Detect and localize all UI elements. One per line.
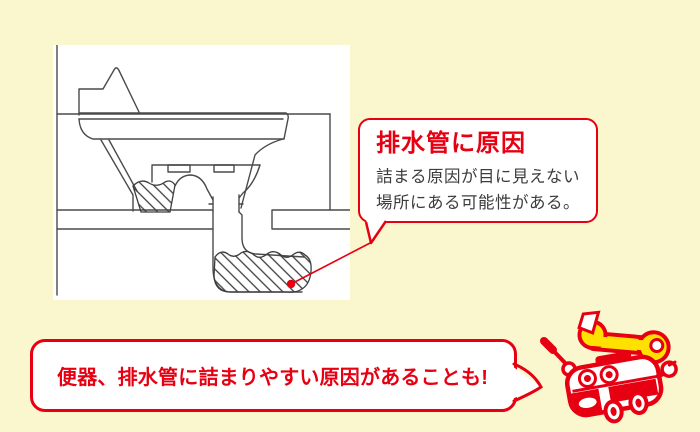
- callout-body-line-2: 場所にある可能性がある。: [376, 194, 580, 213]
- pedestal-left-inner: [108, 139, 138, 192]
- mascot-speech-bubble: 便器、排水管に詰まりやすい原因があることも!: [30, 339, 517, 412]
- pedestal-left-outer: [100, 139, 134, 212]
- drainpipe-callout-box: 排水管に原因 詰まる原因が目に見えない 場所にある可能性がある。: [358, 118, 598, 223]
- van-wheel-rear-hub: [635, 398, 642, 408]
- toilet-right-outer: [240, 138, 284, 209]
- callout-title: 排水管に原因: [376, 130, 526, 157]
- bowl-right-inner: [238, 164, 261, 199]
- drain-pipe-inner: [238, 211, 305, 258]
- bubble-tail-edge: [512, 362, 543, 403]
- callout-body-line-1: 詰まる原因が目に見えない: [376, 168, 580, 187]
- toilet-rim-outline: [78, 112, 289, 140]
- rim-jet-right: [213, 164, 235, 173]
- windshield-line: [572, 375, 657, 393]
- van-eye-left-pupil: [583, 375, 591, 383]
- fist-thumb: [667, 360, 677, 367]
- drainpipe-clog-hatch: [213, 250, 312, 293]
- toilet-tank-outline: [78, 67, 140, 116]
- callout-tail-edge: [364, 220, 388, 245]
- toilet-shelf-line: [78, 118, 285, 140]
- trap-weir-curve: [174, 174, 214, 201]
- van-wheel-front-hub: [610, 407, 617, 416]
- toilet-cross-section-drawing: [56, 45, 350, 296]
- toilet-diagram-panel: [53, 45, 350, 300]
- rim-jet-left: [167, 164, 191, 173]
- repair-van-mascot: [540, 310, 678, 424]
- mascot-right-fist: [660, 360, 678, 378]
- wrench-icon: [577, 310, 671, 365]
- wrench-hole: [649, 338, 665, 354]
- van-body-group: [564, 351, 678, 424]
- van-eye-right-pupil: [605, 371, 613, 379]
- wrench-jaw-notch: [577, 310, 601, 335]
- outlet-spigot: [212, 194, 240, 213]
- trap-clog-hatch: [132, 180, 176, 213]
- callout-body: 詰まる原因が目に見えない 場所にある可能性がある。: [376, 164, 586, 216]
- van-side-stripe: [608, 378, 659, 403]
- speech-bubble-text: 便器、排水管に詰まりやすい原因があることも!: [57, 367, 489, 389]
- van-mouth: [578, 397, 597, 409]
- floor-lines: [56, 209, 350, 230]
